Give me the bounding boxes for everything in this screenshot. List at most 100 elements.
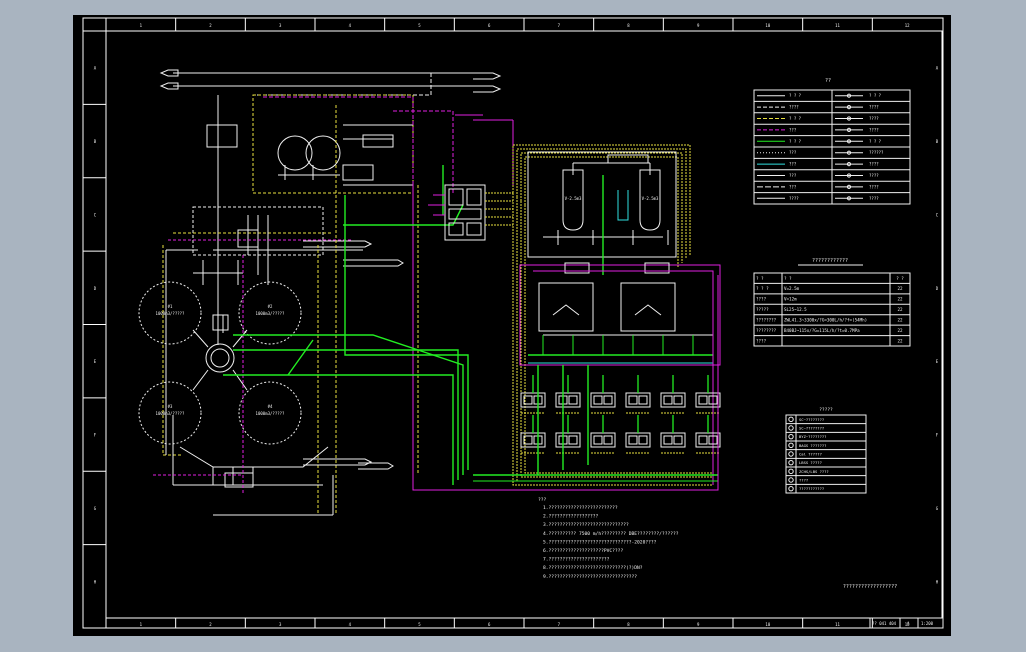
tank-labels: #1 1000m3/????? #2 1000m3/????? #3 1000m… <box>156 196 659 416</box>
legend-right-label: ? ? ? <box>869 139 882 144</box>
column-mark-top: 4 <box>349 23 352 28</box>
equipment-cell: SL25~12.5 <box>784 307 807 312</box>
column-mark-bottom: 5 <box>418 622 421 627</box>
note-line: 3.????????????????????????????? <box>543 522 629 528</box>
column-mark-bottom: 12 <box>905 622 910 627</box>
legend-right-label: ???? <box>869 196 879 201</box>
column-mark-top: 3 <box>279 23 282 28</box>
equipment-cell: 22 <box>897 328 903 333</box>
tank-2-spec: 1000m3/????? <box>256 311 285 316</box>
legend-left-label: ? ? ? <box>789 139 802 144</box>
legend-right-label: ?????? <box>869 150 884 155</box>
row-mark-right: B <box>936 139 939 144</box>
instrument-item: BAGS ??????? <box>799 443 826 448</box>
row-mark-left: G <box>94 506 97 511</box>
note-line: 8.????????????????????????????(?)DN? <box>543 565 643 571</box>
legend-left-label: ??? <box>789 173 797 178</box>
design-notes: ??? 1.?????????????????????????2.???????… <box>538 497 679 580</box>
column-mark-top: 12 <box>905 23 910 28</box>
legend-right-label: ???? <box>869 105 879 110</box>
legend-right-label: ???? <box>869 173 879 178</box>
row-mark-right: F <box>936 433 939 438</box>
equipment-cell: ???????? <box>756 318 777 323</box>
left-piping <box>138 69 514 516</box>
row-mark-left: B <box>94 139 97 144</box>
equipment-cell: V=12m <box>784 297 797 302</box>
instrument-list: ????? SC~????????SC~????????BYZ~????????… <box>785 407 867 494</box>
equipment-cell: ???? <box>756 338 767 343</box>
dosing-tank-2-label: V-2.5m3 <box>642 196 659 201</box>
column-mark-bottom: 4 <box>349 622 352 627</box>
row-mark-left: H <box>94 579 97 584</box>
legend-left-label: ??? <box>789 127 797 132</box>
column-mark-bottom: 3 <box>279 622 282 627</box>
note-line: 7.?????????????????????? <box>543 557 610 563</box>
revision-mark: A <box>907 621 910 626</box>
tank-3-spec: 1000m3/????? <box>156 411 185 416</box>
instrument-item: ???? <box>799 478 808 483</box>
tank-1-spec: 1000m3/????? <box>156 311 185 316</box>
legend-left-label: ? ? ? <box>789 93 802 98</box>
equipment-cell: ? ? ? <box>756 286 769 291</box>
equipment-cell: ZWL41.3~3300x/?G=300L/h/?f=(54Mh) <box>784 318 867 323</box>
column-mark-top: 9 <box>697 23 700 28</box>
equipment-header-cell: ? ? <box>756 276 764 281</box>
column-mark-bottom: 2 <box>209 622 212 627</box>
column-mark-bottom: 6 <box>488 622 491 627</box>
instrument-item: LBSS ????? <box>799 460 822 465</box>
equipment-cell: 22 <box>897 338 903 343</box>
column-mark-top: 11 <box>835 23 840 28</box>
column-mark-bottom: 1 <box>140 622 143 627</box>
inner-frame <box>105 30 943 619</box>
column-mark-top: 10 <box>765 23 770 28</box>
note-line: 4.?????????? 7500 m/h????????? DBE??????… <box>543 531 679 537</box>
tank-1-tag: #1 <box>168 304 173 309</box>
note-line: 1.????????????????????????? <box>543 505 618 511</box>
legend-left-label: ? ? ? <box>789 116 802 121</box>
row-mark-right: A <box>936 66 939 71</box>
note-line: 6.????????????????????PVC???? <box>543 548 623 554</box>
note-line: 9.???????????????????????????????? <box>543 574 637 580</box>
legend-left-label: ???? <box>789 105 799 110</box>
column-mark-top: 7 <box>558 23 561 28</box>
note-line: 5.??????????????????????????????-2020???… <box>543 539 657 545</box>
equipment-cell: B40BJ~115x/?G=115L/h/?t=0.7MPa <box>784 328 860 333</box>
instrument-item: SC~???????? <box>799 417 824 422</box>
column-mark-top: 5 <box>418 23 421 28</box>
legend-right-label: ???? <box>869 116 879 121</box>
tank-4-tag: #4 <box>268 404 273 409</box>
legend-right-label: ???? <box>869 127 879 132</box>
instrument-list-title: ????? <box>819 407 833 413</box>
drawing-number: ?? 041 404 <box>872 621 897 626</box>
column-mark-top: 2 <box>209 23 212 28</box>
storage-tank-2 <box>238 281 302 345</box>
drawing-scale: 1:200 <box>921 621 934 626</box>
instrument-item: SC~???????? <box>799 426 824 431</box>
column-mark-bottom: 7 <box>558 622 561 627</box>
row-mark-right: G <box>936 506 939 511</box>
row-mark-left: A <box>94 66 97 71</box>
legend-left-label: ??? <box>789 184 797 189</box>
column-mark-bottom: 8 <box>627 622 630 627</box>
control-cabinet[interactable] <box>428 184 513 241</box>
legend-right-label: ???? <box>869 162 879 167</box>
legend-left-label: ???? <box>789 196 799 201</box>
legend-left-label: ??? <box>789 150 797 155</box>
equipment-cell: V=2.5m <box>784 286 800 291</box>
row-mark-left: F <box>94 433 97 438</box>
row-mark-left: E <box>94 359 97 364</box>
equipment-cell: ???????? <box>756 328 777 333</box>
legend-left-label: ??? <box>789 162 797 167</box>
equipment-header-cell: ? ? <box>784 276 792 281</box>
instrument-item: Cal ?????? <box>799 452 822 457</box>
title-block: ?? 041 404 A 1:200 <box>869 617 944 629</box>
drawing-title: ?????????????????? <box>843 584 897 590</box>
right-process <box>423 144 721 491</box>
row-mark-right: C <box>936 212 939 217</box>
column-mark-bottom: 10 <box>765 622 770 627</box>
